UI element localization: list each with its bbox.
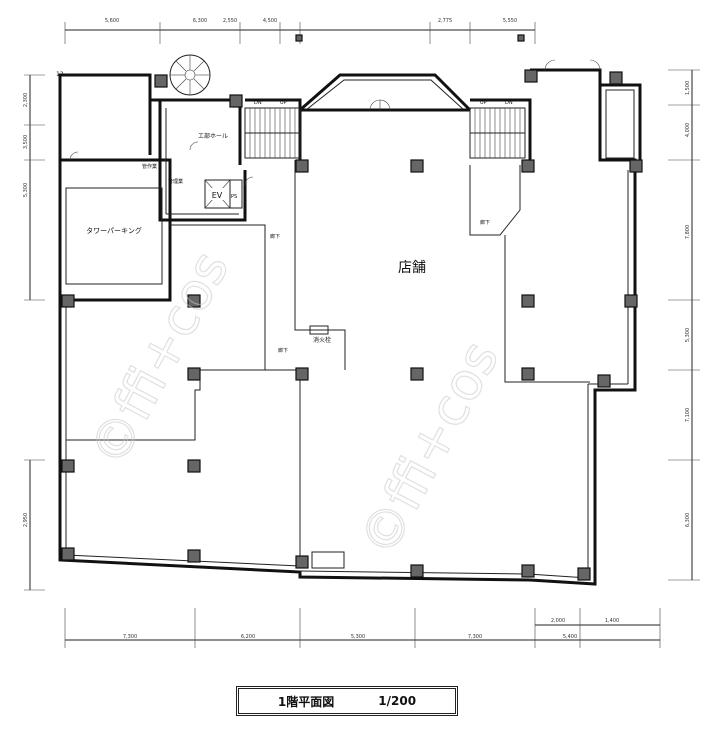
watermark-right: ©ffi+cos <box>349 332 512 566</box>
elevator-core: EV PS エ部ホール 管作業 管理業 <box>142 132 243 209</box>
stair-up-label-left: UP <box>280 100 287 106</box>
hydrant-label: 消火栓 <box>313 336 331 344</box>
dim-top-2: 6,300 <box>193 18 207 24</box>
column <box>61 294 75 308</box>
right-staircase: UP DN <box>469 100 526 159</box>
column <box>410 159 424 173</box>
small-room-label-2: 管理業 <box>168 178 183 185</box>
stair-dn-label-left: DN <box>254 100 262 106</box>
column <box>187 549 201 563</box>
column <box>521 159 535 173</box>
dim-top-1: 5,600 <box>105 18 119 24</box>
dim-right-3: 7,800 <box>685 225 691 239</box>
dim-right-4: 5,300 <box>685 328 691 342</box>
column <box>229 94 243 108</box>
dim-bottom-1: 7,300 <box>123 634 137 640</box>
stair-dn-label-right: DN <box>505 100 513 106</box>
column <box>154 74 168 88</box>
left-staircase: DN UP <box>244 100 301 159</box>
watermark-left: ©ffi+cos <box>79 242 242 476</box>
column <box>61 459 75 473</box>
drawing-title: 1階平面図 <box>277 694 335 709</box>
dim-left-4: 2,950 <box>23 513 29 527</box>
bottom-dimension-line: 7,300 6,200 5,300 7,300 2,000 1,400 5,40… <box>64 608 661 648</box>
ref-marker-top-right <box>517 34 525 42</box>
dim-bottom-7: 5,400 <box>563 634 577 640</box>
room-number-label: 12 <box>56 71 64 78</box>
corridor-label-2: 廊下 <box>278 347 288 354</box>
stair-up-label-right: UP <box>480 100 487 106</box>
column <box>187 459 201 473</box>
dim-top-4: 4,500 <box>263 18 277 24</box>
ref-marker-top-left <box>295 34 303 42</box>
structural-columns <box>61 69 643 581</box>
tower-parking-area: タワーパーキング <box>65 187 163 285</box>
ev-label: EV <box>212 191 223 200</box>
column <box>629 159 643 173</box>
column <box>597 374 611 388</box>
column <box>524 69 538 83</box>
corridor-label-1: 廊下 <box>270 233 280 240</box>
doors <box>69 59 601 186</box>
dim-left-1: 2,300 <box>23 93 29 107</box>
dim-right-6: 6,300 <box>685 513 691 527</box>
dim-bottom-4: 7,300 <box>468 634 482 640</box>
drawing-scale: 1/200 <box>378 694 417 708</box>
floor-hatch <box>311 551 345 569</box>
dim-right-1: 1,500 <box>685 81 691 95</box>
dim-left-3: 5,300 <box>23 183 29 197</box>
shop-label: 店舗 <box>398 260 426 276</box>
ps-label: PS <box>231 194 237 200</box>
column <box>61 547 75 561</box>
column <box>187 367 201 381</box>
column <box>295 159 309 173</box>
dim-top-3: 2,550 <box>223 18 237 24</box>
column <box>187 294 201 308</box>
elevator-hall-label: エ部ホール <box>198 132 228 140</box>
dim-bottom-3: 5,300 <box>351 634 365 640</box>
spiral-staircase <box>169 54 211 96</box>
dim-right-5: 7,100 <box>685 408 691 422</box>
dim-bottom-5: 2,000 <box>551 618 565 624</box>
column <box>577 567 591 581</box>
column <box>521 564 535 578</box>
tower-parking-label: タワーパーキング <box>86 226 142 235</box>
corridor-label-3: 廊下 <box>480 219 490 226</box>
right-dimension-line: 1,500 4,000 7,800 5,300 7,100 6,300 <box>668 69 700 581</box>
column <box>521 294 535 308</box>
dim-left-2: 3,500 <box>23 135 29 149</box>
dim-top-5: 2,775 <box>438 18 452 24</box>
small-room-label-1: 管作業 <box>142 163 157 170</box>
dim-bottom-2: 6,200 <box>241 634 255 640</box>
column <box>295 555 309 569</box>
dim-bottom-6: 1,400 <box>605 618 619 624</box>
fire-hydrant: 消火栓 <box>309 325 331 344</box>
outer-walls <box>58 68 642 586</box>
left-dimension-line: 2,300 3,500 5,300 2,950 <box>23 74 45 591</box>
dim-top-6: 5,550 <box>503 18 517 24</box>
title-block: 1階平面図 1/200 <box>236 686 458 716</box>
top-dimension-line: 5,600 6,300 2,550 4,500 2,775 5,550 <box>64 18 536 44</box>
column <box>410 367 424 381</box>
column <box>609 71 623 85</box>
column <box>521 367 535 381</box>
column <box>410 564 424 578</box>
dim-right-2: 4,000 <box>685 123 691 137</box>
column <box>624 294 638 308</box>
column <box>295 367 309 381</box>
